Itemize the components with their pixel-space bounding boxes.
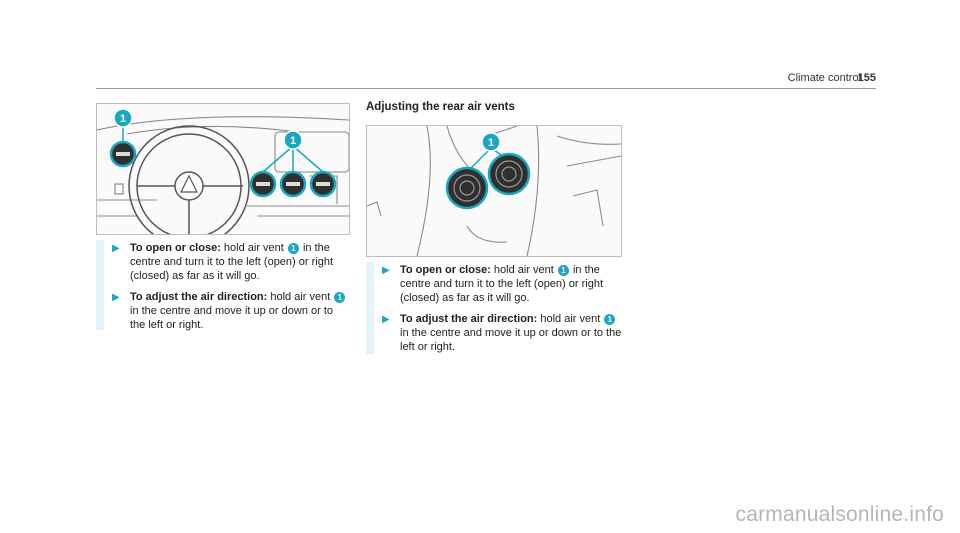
step-text: in the centre and move it up or down or … xyxy=(130,305,334,331)
arrow-icon: ▶ xyxy=(112,292,120,303)
step-text: hold air vent xyxy=(220,242,287,254)
page-number: 155 xyxy=(857,72,876,84)
chapter-title: Climate control xyxy=(787,72,861,84)
callout-1-rear-vents: 1 xyxy=(488,137,494,149)
rear-vents-drawing: 1 xyxy=(367,126,621,256)
callout-badge: 1 xyxy=(334,292,346,303)
step-text: hold air vent xyxy=(267,291,334,303)
instruction-bar-right xyxy=(366,262,374,354)
callout-1-center-vents: 1 xyxy=(290,135,296,147)
watermark: carmanualsonline.info xyxy=(735,503,944,526)
instruction-bar-left xyxy=(96,240,104,330)
step-label: To adjust the air direction: xyxy=(400,313,538,325)
arrow-icon: ▶ xyxy=(382,314,390,325)
page-header: Climate control 155 xyxy=(0,0,960,90)
callout-badge: 1 xyxy=(604,314,616,325)
step-text: hold air vent xyxy=(537,313,604,325)
step-label: To open or close: xyxy=(130,242,221,254)
step-adjust-direction-rear: ▶ To adjust the air direction: hold air … xyxy=(382,312,622,354)
step-open-close-front: ▶ To open or close: hold air vent 1 in t… xyxy=(112,241,348,283)
step-text: in the centre and turn it to the left (o… xyxy=(400,264,604,304)
callout-badge: 1 xyxy=(287,243,299,254)
rear-vents-illustration: 1 xyxy=(366,125,622,257)
step-text: in the centre and turn it to the left (o… xyxy=(130,242,334,282)
callout-1-left-vent: 1 xyxy=(120,113,126,125)
header-rule xyxy=(96,88,876,89)
rear-vents-heading: Adjusting the rear air vents xyxy=(366,101,515,113)
step-text: in the centre and move it up or down or … xyxy=(400,327,622,353)
dashboard-drawing: 1 1 xyxy=(97,108,349,234)
arrow-icon: ▶ xyxy=(382,265,390,276)
step-adjust-direction-front: ▶ To adjust the air direction: hold air … xyxy=(112,290,348,332)
step-open-close-rear: ▶ To open or close: hold air vent 1 in t… xyxy=(382,263,622,305)
dashboard-vents-illustration: 1 1 xyxy=(96,103,350,235)
step-label: To adjust the air direction: xyxy=(130,291,268,303)
step-label: To open or close: xyxy=(400,264,491,276)
step-text: hold air vent xyxy=(490,264,557,276)
arrow-icon: ▶ xyxy=(112,243,120,254)
callout-badge: 1 xyxy=(557,265,569,276)
